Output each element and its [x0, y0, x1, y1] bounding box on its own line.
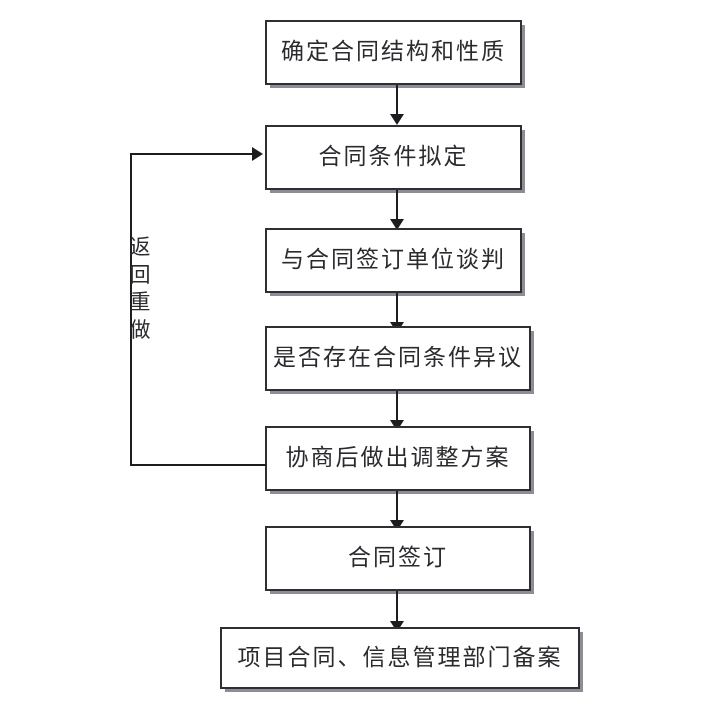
flow-node-2[interactable]: 合同条件拟定	[265, 125, 522, 190]
flow-node-2-label: 合同条件拟定	[318, 144, 469, 170]
flow-node-6-label: 合同签订	[348, 545, 448, 571]
connector-3-4-line	[396, 293, 398, 324]
feedback-loop-caption-char-3: 重	[129, 290, 151, 315]
connector-5-6-arrowhead	[390, 520, 404, 531]
connector-1-2-line	[396, 85, 398, 116]
flow-node-3[interactable]: 与合同签订单位谈判	[265, 228, 522, 293]
connector-2-3-line	[396, 190, 398, 221]
flow-node-5-label: 协商后做出调整方案	[285, 445, 511, 471]
flow-node-1[interactable]: 确定合同结构和性质	[265, 20, 522, 85]
connector-1-2-arrowhead	[390, 114, 404, 125]
feedback-loop-bottom-segment	[130, 464, 266, 466]
flow-node-3-label: 与合同签订单位谈判	[281, 247, 506, 273]
feedback-loop-caption-char-1: 返	[129, 235, 151, 259]
flow-node-4[interactable]: 是否存在合同条件异议	[265, 326, 531, 391]
connector-6-7-line	[396, 591, 398, 623]
connector-5-6-line	[396, 491, 398, 522]
flow-node-7-label: 项目合同、信息管理部门备案	[237, 644, 563, 671]
feedback-loop-arrowhead	[252, 147, 263, 161]
feedback-loop-caption: 返 回 重 做	[122, 234, 158, 345]
connector-6-7-arrowhead	[390, 621, 404, 632]
feedback-loop-caption-char-4: 做	[129, 318, 151, 343]
connector-4-5-arrowhead	[390, 420, 404, 431]
feedback-loop-caption-char-2: 回	[129, 262, 151, 287]
feedback-loop-vertical-segment	[130, 153, 132, 466]
flow-node-4-label: 是否存在合同条件异议	[273, 345, 523, 371]
flow-node-1-label: 确定合同结构和性质	[281, 39, 506, 65]
connector-4-5-line	[396, 391, 398, 422]
connector-2-3-arrowhead	[390, 219, 404, 230]
flow-node-5[interactable]: 协商后做出调整方案	[265, 426, 531, 491]
flow-node-7[interactable]: 项目合同、信息管理部门备案	[220, 627, 580, 689]
flow-node-6[interactable]: 合同签订	[265, 526, 531, 591]
feedback-loop-top-segment	[130, 153, 254, 155]
